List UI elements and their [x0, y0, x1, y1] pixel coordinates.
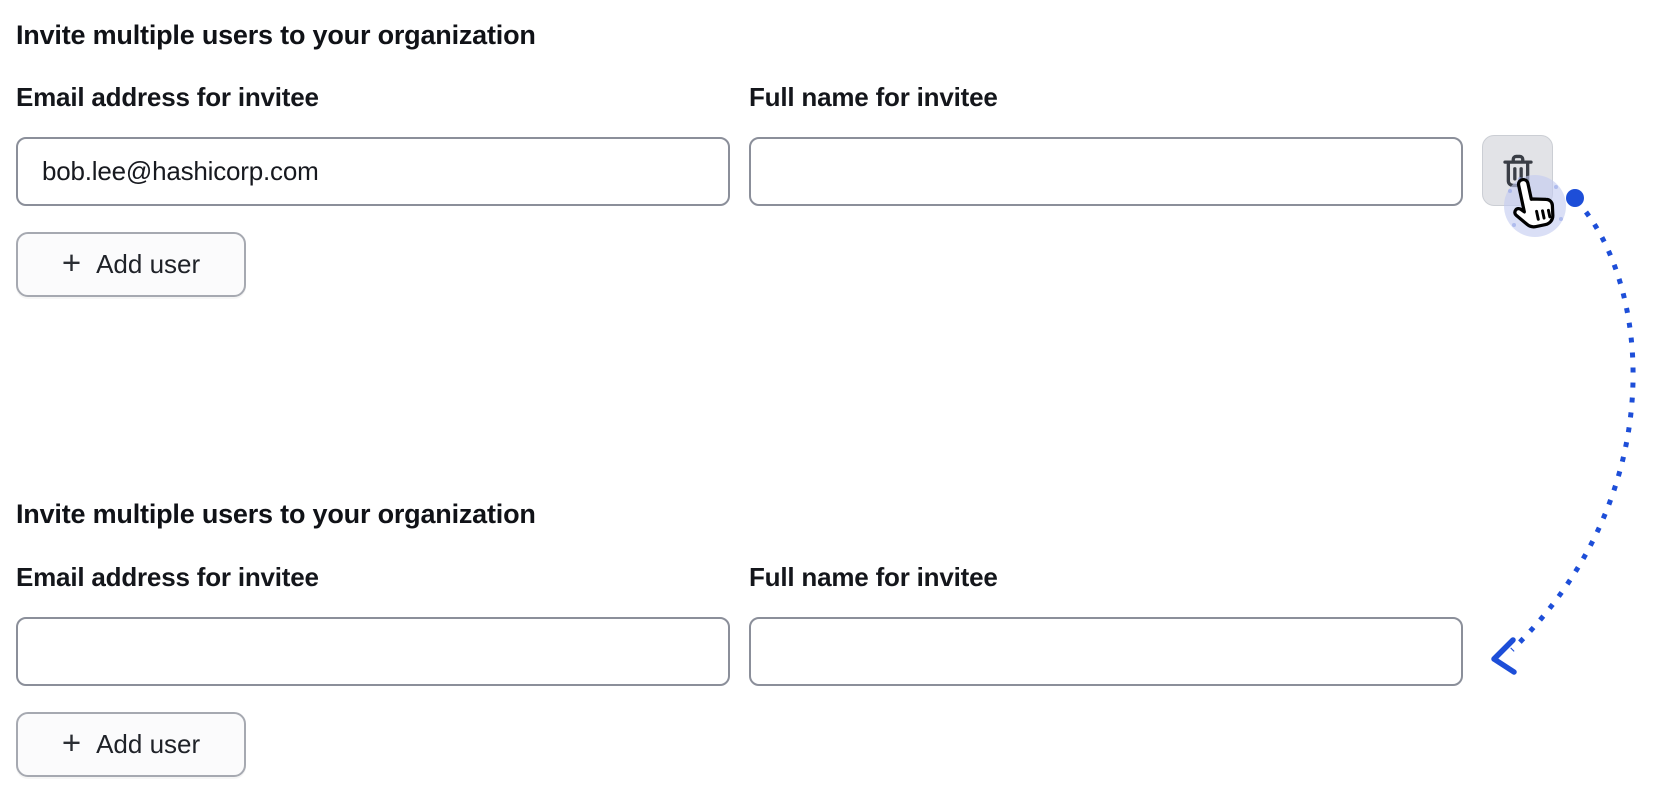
email-label: Email address for invitee [16, 82, 319, 112]
plus-icon: + [61, 244, 82, 281]
full-name-field[interactable] [749, 617, 1463, 686]
arrow-dotted-path [1510, 210, 1636, 652]
hand-pointer-cursor [1513, 177, 1555, 229]
add-user-label: Add user [96, 729, 201, 759]
plus-icon: + [61, 724, 82, 761]
arrow-start-dot [1566, 189, 1584, 207]
email-field[interactable] [16, 137, 730, 206]
email-label: Email address for invitee [16, 562, 319, 592]
form-heading: Invite multiple users to your organizati… [16, 499, 536, 529]
arrowhead-icon [1491, 637, 1517, 675]
full-name-label: Full name for invitee [749, 82, 998, 112]
full-name-field[interactable] [749, 137, 1463, 206]
form-heading: Invite multiple users to your organizati… [16, 20, 536, 50]
add-user-button[interactable]: + Add user [16, 712, 246, 777]
full-name-label: Full name for invitee [749, 562, 998, 592]
add-user-label: Add user [96, 249, 201, 279]
add-user-button[interactable]: + Add user [16, 232, 246, 297]
email-field[interactable] [16, 617, 730, 686]
